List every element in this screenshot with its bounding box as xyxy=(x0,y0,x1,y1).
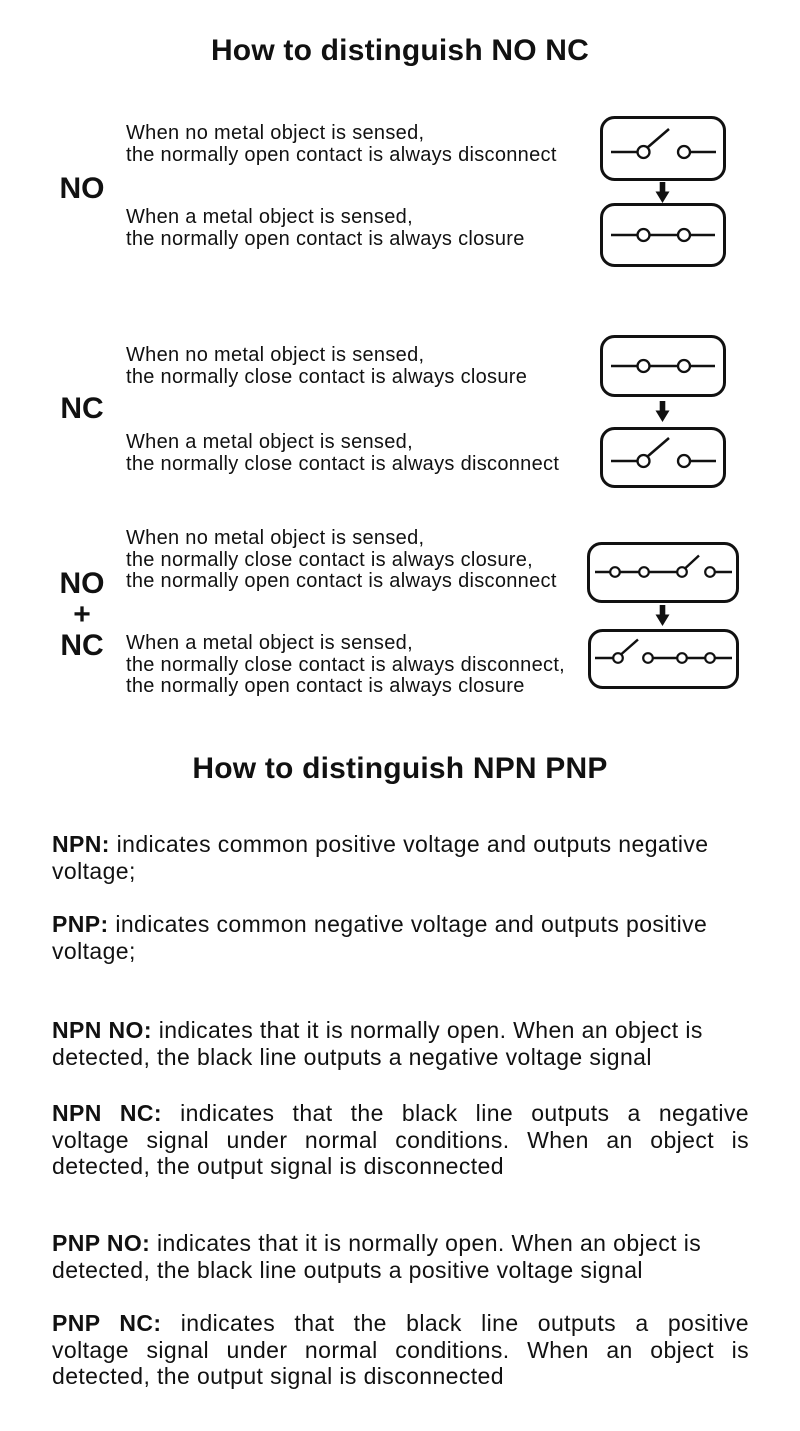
text-line: detected, the black line outputs a negat… xyxy=(52,1043,652,1070)
text-line: the normally open contact is always disc… xyxy=(126,570,557,593)
no-nc-state-2-diagram xyxy=(588,629,739,689)
label-line: NO xyxy=(59,567,105,600)
term-label: PNP: xyxy=(52,911,109,937)
text-line: When a metal object is sensed, xyxy=(126,431,413,453)
label-line: NC xyxy=(60,629,104,662)
switch-closed-icon xyxy=(600,203,726,267)
no-state-open-diagram xyxy=(600,116,726,181)
text-line: the normally open contact is always disc… xyxy=(126,143,557,166)
title-no-nc: How to distinguish NO NC xyxy=(210,34,590,67)
state-transition-arrow xyxy=(655,605,670,626)
text-line: When a metal object is sensed, xyxy=(126,632,413,654)
text-line: the normally close contact is always dis… xyxy=(126,452,560,475)
title-npn-pnp: How to distinguish NPN PNP xyxy=(192,752,608,785)
no-nc-state-1-diagram xyxy=(587,542,739,603)
term-label: PNP NC: xyxy=(52,1310,162,1336)
text-line: the normally open contact is always clos… xyxy=(126,227,525,250)
no-unsensed-description: When no metal object is sensed, the norm… xyxy=(126,122,557,166)
section-no-label: NO xyxy=(50,173,114,204)
section-no-nc-label: NO + NC xyxy=(50,568,114,661)
text-line: detected, the black line outputs a posit… xyxy=(52,1256,643,1283)
paragraph-pnp-no: PNP NO: indicates that it is normally op… xyxy=(52,1230,749,1283)
term-label: PNP NO: xyxy=(52,1230,151,1256)
paragraph-pnp: PNP: indicates common negative voltage a… xyxy=(52,911,749,964)
no-nc-unsensed-description: When no metal object is sensed, the norm… xyxy=(126,527,557,593)
no-nc-sensed-description: When a metal object is sensed, the norma… xyxy=(126,632,566,698)
switch-nc-closed-no-open-icon xyxy=(587,542,739,603)
nc-state-open-diagram xyxy=(600,427,726,488)
paragraph-npn-no: NPN NO: indicates that it is normally op… xyxy=(52,1017,749,1070)
paragraph-npn: NPN: indicates common positive voltage a… xyxy=(52,831,749,884)
nc-unsensed-description: When no metal object is sensed, the norm… xyxy=(126,344,528,388)
text-line: When a metal object is sensed, xyxy=(126,206,413,228)
label-line: NO xyxy=(59,172,105,205)
no-state-closed-diagram xyxy=(600,203,726,267)
text-line: voltage; xyxy=(52,857,136,884)
text-line: PNP: indicates common negative voltage a… xyxy=(52,911,708,937)
state-transition-arrow xyxy=(655,182,670,203)
switch-closed-icon xyxy=(600,335,726,397)
text-line: detected, the output signal is disconnec… xyxy=(52,1363,504,1390)
text-line: When no metal object is sensed, xyxy=(126,344,425,366)
text-line: the normally close contact is always dis… xyxy=(126,653,566,676)
down-arrow-icon xyxy=(655,605,670,626)
text-line: voltage signal under normal conditions. … xyxy=(52,1126,749,1153)
paragraph-npn-nc: NPN NC: indicates that the black line ou… xyxy=(52,1100,749,1180)
text-line: voltage signal under normal conditions. … xyxy=(52,1336,749,1363)
text-line: NPN NC: indicates that the black line ou… xyxy=(52,1100,749,1126)
text-line: PNP NO: indicates that it is normally op… xyxy=(52,1230,702,1256)
down-arrow-icon xyxy=(655,182,670,203)
down-arrow-icon xyxy=(655,401,670,422)
nc-state-closed-diagram xyxy=(600,335,726,397)
term-label: NPN NC: xyxy=(52,1100,162,1126)
paragraph-pnp-nc: PNP NC: indicates that the black line ou… xyxy=(52,1310,749,1390)
text-line: voltage; xyxy=(52,937,136,964)
switch-open-icon xyxy=(600,116,726,181)
switch-nc-open-no-closed-icon xyxy=(588,629,739,689)
text-line: the normally close contact is always clo… xyxy=(126,365,528,388)
label-line: + xyxy=(73,598,91,631)
section-nc-label: NC xyxy=(50,393,114,424)
text-line: NPN: indicates common positive voltage a… xyxy=(52,831,709,857)
text-line: the normally close contact is always clo… xyxy=(126,548,533,571)
label-line: NC xyxy=(60,392,104,425)
text-line: NPN NO: indicates that it is normally op… xyxy=(52,1017,703,1043)
switch-open-icon xyxy=(600,427,726,488)
term-label: NPN NO: xyxy=(52,1017,152,1043)
text-line: When no metal object is sensed, xyxy=(126,527,425,549)
text-line: detected, the output signal is disconnec… xyxy=(52,1153,504,1180)
nc-sensed-description: When a metal object is sensed, the norma… xyxy=(126,431,560,475)
term-label: NPN: xyxy=(52,831,110,857)
text-line: the normally open contact is always clos… xyxy=(126,675,525,698)
state-transition-arrow xyxy=(655,401,670,422)
no-sensed-description: When a metal object is sensed, the norma… xyxy=(126,206,525,250)
text-line: PNP NC: indicates that the black line ou… xyxy=(52,1310,749,1336)
text-line: When no metal object is sensed, xyxy=(126,122,425,144)
